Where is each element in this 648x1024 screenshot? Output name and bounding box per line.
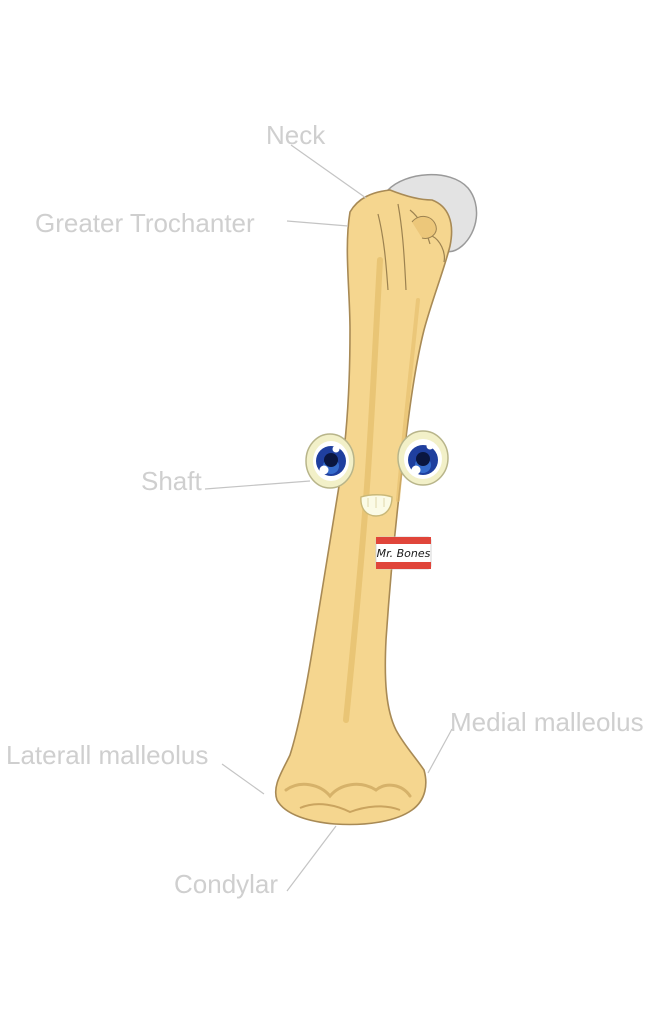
- name-tag: Mr. Bones: [375, 536, 432, 570]
- greater-trochanter-leader: [286, 220, 349, 227]
- label-neck: Neck: [266, 120, 326, 150]
- medial-malleolus-leader: [427, 728, 453, 774]
- neck-leader: [290, 144, 367, 199]
- bone-shade-right: [396, 298, 420, 502]
- condyle-detail: [284, 782, 412, 799]
- label-greater-trochanter: Greater Trochanter: [35, 208, 255, 238]
- trochanter-knob: [411, 216, 437, 239]
- label-condylar: Condylar: [174, 869, 278, 899]
- label-shaft: Shaft: [141, 466, 202, 496]
- lateral-malleolus-leader: [221, 763, 265, 795]
- label-medial-malleolus: Medial malleolus: [450, 707, 644, 737]
- left-eye: [305, 433, 355, 489]
- label-lateral-malleolus: Laterall malleolus: [6, 740, 208, 770]
- teeth-line: [367, 497, 385, 508]
- name-tag-text: Mr. Bones: [377, 547, 431, 560]
- right-eye: [397, 430, 449, 486]
- condylar-leader: [286, 825, 337, 892]
- trochanter-detail: [377, 203, 445, 291]
- condyle-notch: [299, 803, 401, 814]
- shaft-leader: [204, 480, 311, 490]
